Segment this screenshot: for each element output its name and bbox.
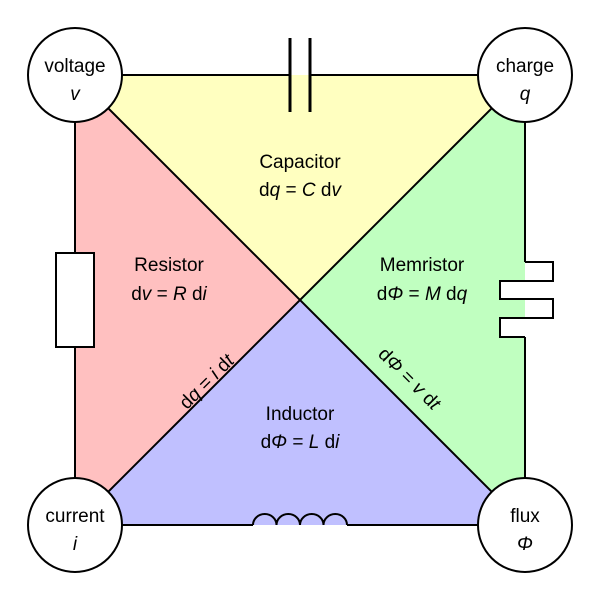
flux-node: flux Φ (477, 477, 573, 573)
flux-symbol: Φ (517, 534, 533, 555)
charge-node: charge q (477, 27, 573, 123)
capacitor-title: Capacitor (259, 152, 341, 173)
charge-symbol: q (520, 84, 531, 105)
flux-label: flux (510, 506, 540, 527)
memristor-title: Memristor (380, 255, 465, 276)
resistor-equation: dv = R di (131, 284, 207, 305)
current-node: current i (27, 477, 123, 573)
voltage-symbol: v (70, 84, 81, 105)
voltage-node: voltage v (27, 27, 123, 123)
memristor-region (300, 75, 525, 525)
inductor-region (75, 300, 525, 525)
capacitor-equation: dq = C dv (259, 180, 342, 201)
charge-label: charge (496, 56, 554, 77)
diagonal-charge-current (74, 74, 526, 526)
inductor-title: Inductor (266, 404, 335, 425)
current-label: current (45, 506, 105, 527)
resistor-title: Resistor (134, 255, 204, 276)
memristor-equation: dΦ = M dq (377, 284, 468, 305)
current-symbol: i (73, 534, 78, 555)
voltage-label: voltage (44, 56, 105, 77)
inductor-equation: dΦ = L di (261, 432, 341, 453)
capacitor-region (75, 75, 525, 300)
resistor-region (75, 75, 300, 525)
